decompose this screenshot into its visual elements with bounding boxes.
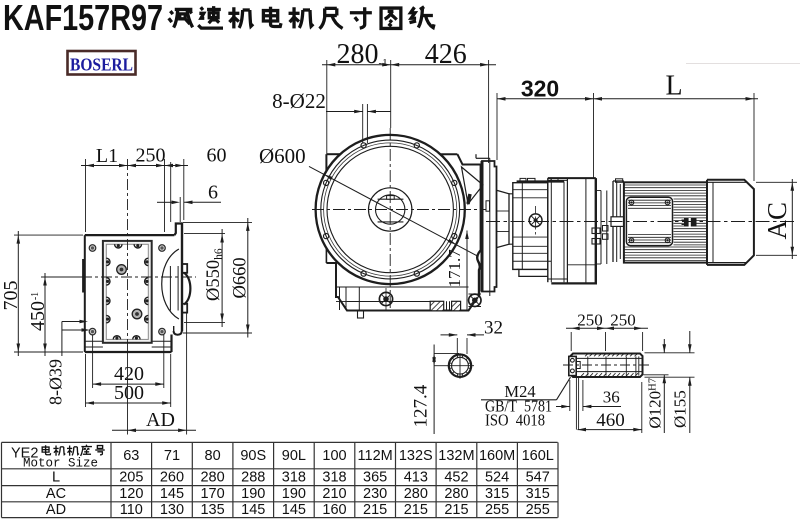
svg-text:255: 255: [485, 502, 509, 518]
svg-text:GB/T 5781: GB/T 5781: [485, 397, 552, 416]
svg-text:210: 210: [322, 486, 346, 502]
svg-text:ISO 4018: ISO 4018: [485, 411, 545, 430]
svg-text:315: 315: [485, 486, 509, 502]
svg-text:280: 280: [200, 470, 224, 486]
svg-text:250: 250: [136, 145, 166, 167]
svg-text:127.4: 127.4: [411, 384, 432, 427]
svg-text:280: 280: [444, 486, 468, 502]
svg-text:547: 547: [526, 470, 550, 486]
svg-text:M24: M24: [504, 382, 535, 401]
svg-text:170: 170: [200, 486, 224, 502]
svg-text:450: 450: [27, 301, 49, 331]
svg-text:36: 36: [603, 388, 620, 407]
svg-text:280: 280: [404, 486, 428, 502]
svg-text:90L: 90L: [282, 448, 306, 464]
svg-text:Ø600: Ø600: [259, 144, 306, 168]
svg-text:250: 250: [610, 311, 636, 330]
svg-text:365: 365: [363, 470, 387, 486]
svg-text:130: 130: [160, 502, 184, 518]
svg-text:260: 260: [160, 470, 184, 486]
svg-text:110: 110: [120, 502, 143, 518]
svg-text:413: 413: [404, 470, 428, 486]
svg-text:452: 452: [444, 470, 468, 486]
svg-text:145: 145: [282, 502, 306, 518]
svg-text:L: L: [665, 71, 682, 102]
svg-text:AD: AD: [46, 502, 66, 518]
svg-text:190: 190: [282, 486, 306, 502]
svg-text:8-Ø22: 8-Ø22: [272, 89, 326, 113]
svg-text:426: 426: [425, 39, 467, 70]
svg-text:BOSERL: BOSERL: [70, 55, 133, 75]
svg-text:100: 100: [322, 448, 346, 464]
svg-text:160L: 160L: [522, 448, 554, 464]
svg-text:YE2: YE2: [11, 446, 38, 462]
svg-text:32: 32: [484, 318, 503, 339]
svg-text:160M: 160M: [479, 448, 515, 464]
svg-text:L: L: [52, 470, 60, 486]
svg-text:Ø660: Ø660: [231, 257, 251, 298]
svg-text:112M: 112M: [358, 448, 393, 464]
svg-text:160: 160: [322, 502, 346, 518]
svg-text:71: 71: [164, 448, 180, 464]
svg-text:120: 120: [119, 486, 143, 502]
svg-text:705: 705: [0, 281, 22, 311]
svg-text:80: 80: [205, 448, 221, 464]
svg-text:132S: 132S: [399, 448, 433, 464]
svg-text:Motor Size: Motor Size: [23, 457, 98, 471]
svg-text:Ø155: Ø155: [671, 390, 690, 428]
svg-text:-1: -1: [379, 57, 388, 69]
svg-text:L1: L1: [96, 145, 118, 167]
svg-text:63: 63: [123, 448, 139, 464]
svg-text:6: 6: [208, 182, 218, 204]
svg-text:315: 315: [526, 486, 550, 502]
svg-text:Ø550h6: Ø550h6: [204, 248, 225, 301]
svg-text:524: 524: [485, 470, 509, 486]
svg-text:AC: AC: [46, 486, 66, 502]
svg-text:171.7: 171.7: [445, 249, 464, 288]
svg-text:60: 60: [207, 145, 227, 167]
svg-text:255: 255: [526, 502, 550, 518]
svg-text:215: 215: [444, 502, 468, 518]
svg-text:500: 500: [114, 382, 144, 404]
svg-text:230: 230: [363, 486, 387, 502]
svg-text:132M: 132M: [438, 448, 474, 464]
svg-text:145: 145: [160, 486, 184, 502]
svg-text:-1: -1: [30, 292, 41, 300]
svg-text:205: 205: [119, 470, 143, 486]
svg-text:135: 135: [200, 502, 224, 518]
svg-text:8-Ø39: 8-Ø39: [46, 359, 66, 405]
svg-text:420: 420: [114, 363, 144, 385]
svg-text:320: 320: [521, 76, 559, 102]
svg-text:KAF157R97: KAF157R97: [3, 0, 163, 38]
svg-text:250: 250: [577, 311, 603, 330]
svg-text:288: 288: [241, 470, 265, 486]
svg-text:280: 280: [337, 39, 379, 70]
svg-text:318: 318: [282, 470, 306, 486]
svg-text:90S: 90S: [240, 448, 266, 464]
svg-text:AD: AD: [146, 409, 175, 431]
svg-text:215: 215: [404, 502, 428, 518]
svg-text:190: 190: [241, 486, 265, 502]
svg-text:145: 145: [241, 502, 265, 518]
svg-text:215: 215: [363, 502, 387, 518]
svg-text:460: 460: [596, 410, 625, 431]
svg-text:AC: AC: [762, 202, 792, 240]
svg-text:318: 318: [322, 470, 346, 486]
